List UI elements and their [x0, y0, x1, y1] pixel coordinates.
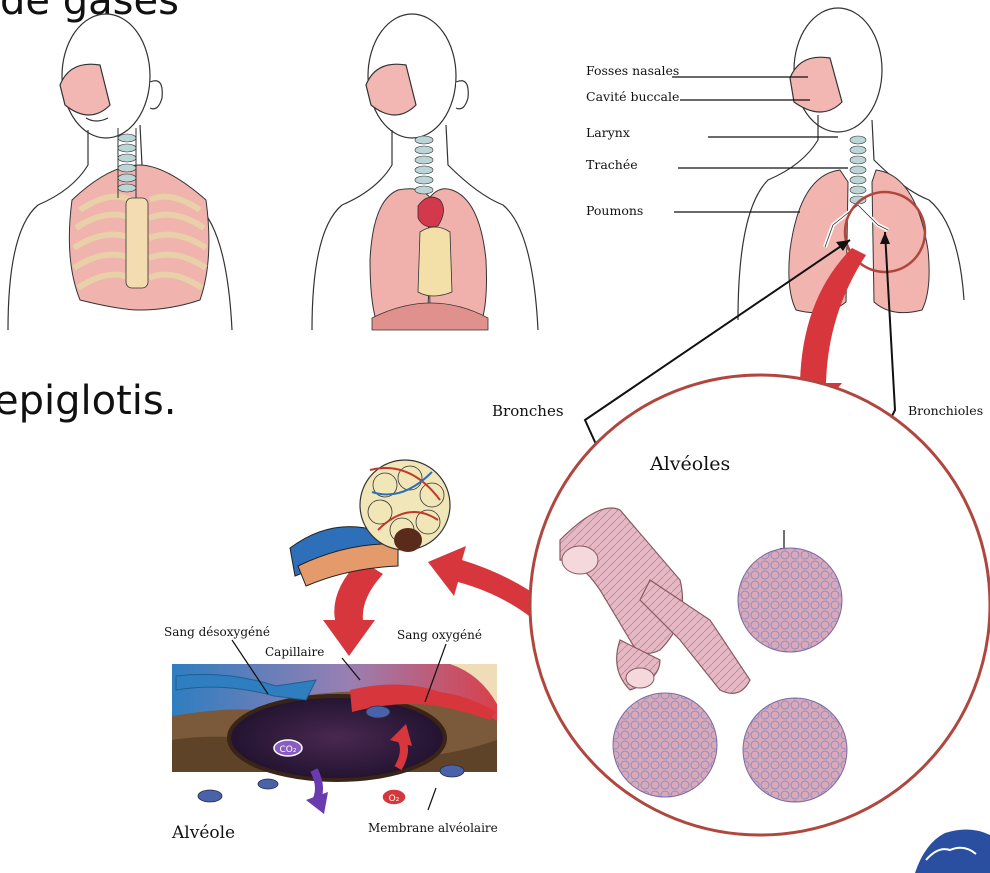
label-membrane-alveolaire: Membrane alvéolaire: [368, 821, 498, 835]
label-bronchioles: Bronchioles: [908, 403, 983, 418]
corner-logo: [915, 829, 990, 873]
label-sang-oxygene: Sang oxygéné: [397, 628, 482, 642]
label-sang-desoxygene: Sang désoxygéné: [164, 625, 270, 639]
label-o2: O₂: [389, 794, 400, 804]
alveoli-zoom: Alvéoles: [530, 375, 990, 835]
label-fosses-nasales: Fosses nasales: [586, 63, 679, 78]
label-poumons: Poumons: [586, 203, 643, 218]
label-bronches: Bronches: [492, 402, 564, 420]
gas-exchange-panel: CO₂ O₂: [172, 664, 497, 814]
ribcage: [69, 128, 209, 310]
label-capillaire: Capillaire: [265, 645, 324, 659]
label-alveole: Alvéole: [171, 823, 235, 843]
airway-labels: Fosses nasales Cavité buccale Larynx Tra…: [586, 63, 679, 218]
label-trachee: Trachée: [586, 157, 638, 172]
label-larynx: Larynx: [586, 125, 630, 140]
airway-lungs: [789, 136, 929, 313]
label-cavite-buccale: Cavité buccale: [586, 89, 679, 104]
lungs: [370, 136, 488, 330]
alveolar-cluster-small: [290, 460, 450, 586]
label-co2: CO₂: [280, 745, 297, 755]
label-alveoles: Alvéoles: [649, 453, 730, 475]
